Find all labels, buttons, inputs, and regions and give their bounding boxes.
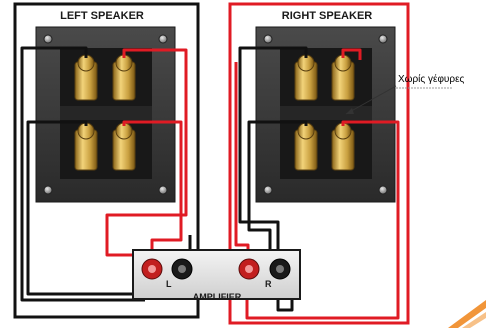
screw-icon: [378, 185, 388, 195]
amplifier-title: AMPLIFIER: [192, 292, 242, 302]
annotation-arrowhead-icon: [346, 108, 354, 114]
screw-icon: [158, 34, 168, 44]
binding-post-icon: [294, 54, 318, 101]
screw-icon: [43, 34, 53, 44]
binding-post-icon: [74, 122, 98, 171]
screw-icon: [158, 185, 168, 195]
right-speaker-outer-frame: [228, 2, 410, 325]
negative-wire: [247, 120, 308, 292]
left-speaker-title: LEFT SPEAKER: [60, 10, 144, 22]
no-bridges-annotation: Χωρίς γέφυρες: [398, 74, 465, 85]
screw-icon: [263, 185, 273, 195]
amplifier-panel: [132, 249, 301, 300]
positive-wire: [245, 120, 400, 320]
screw-icon: [378, 34, 388, 44]
amp-left-negative-terminal-icon: [171, 258, 193, 280]
negative-wire: [20, 46, 145, 302]
binding-post-icon: [331, 122, 355, 171]
amp-left-positive-terminal-icon: [141, 258, 163, 280]
right-terminal-plate: [255, 26, 396, 203]
accent-stripe: [462, 312, 486, 328]
left-speaker-outer-frame: [13, 2, 200, 319]
binding-post-icon: [74, 54, 98, 101]
binding-post-icon: [294, 122, 318, 171]
binding-post-icon: [112, 54, 136, 101]
accent-stripe: [448, 300, 486, 328]
left-terminal-plate: [35, 26, 176, 203]
negative-wire: [238, 46, 308, 312]
annotation-arrow-icon: [345, 85, 397, 115]
positive-wire: [341, 48, 362, 60]
positive-wire: [105, 48, 188, 257]
positive-wire: [122, 120, 183, 262]
binding-post-icon: [331, 54, 355, 101]
amp-right-channel-label: R: [265, 279, 272, 289]
amp-right-positive-terminal-icon: [238, 258, 260, 280]
screw-icon: [43, 185, 53, 195]
binding-post-icon: [112, 122, 136, 171]
amp-left-channel-label: L: [166, 279, 172, 289]
positive-wire: [234, 62, 250, 262]
right-speaker-title: RIGHT SPEAKER: [281, 10, 373, 22]
amp-right-negative-terminal-icon: [269, 258, 291, 280]
screw-icon: [263, 34, 273, 44]
